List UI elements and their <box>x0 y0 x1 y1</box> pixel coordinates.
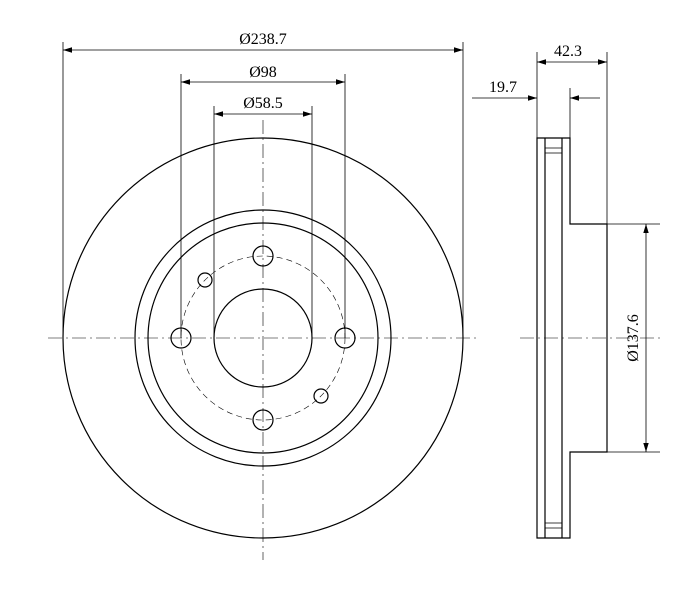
friction-ring-inner-edge <box>134 209 392 467</box>
disc-thickness-label: 19.7 <box>489 79 517 96</box>
rotor-top-groove <box>545 147 562 154</box>
front-view: Ø238.7 Ø98 Ø58.5 <box>48 31 478 560</box>
center-bore-label: Ø58.5 <box>243 95 283 112</box>
bolt-hole-top <box>252 245 274 267</box>
overall-height-label: 42.3 <box>554 43 582 60</box>
outer-diameter-label: Ø238.7 <box>239 31 287 48</box>
side-view: 42.3 19.7 Ø137.6 <box>472 43 660 539</box>
bolt-hole-bottom <box>252 409 274 431</box>
hat-outer-edge <box>147 222 379 454</box>
locating-hole-lower-right <box>313 388 329 404</box>
hat-diameter-label: Ø137.6 <box>625 314 642 362</box>
rotor-bottom-groove <box>545 522 562 529</box>
bolt-circle-label: Ø98 <box>249 64 277 81</box>
locating-hole-upper-left <box>197 272 213 288</box>
